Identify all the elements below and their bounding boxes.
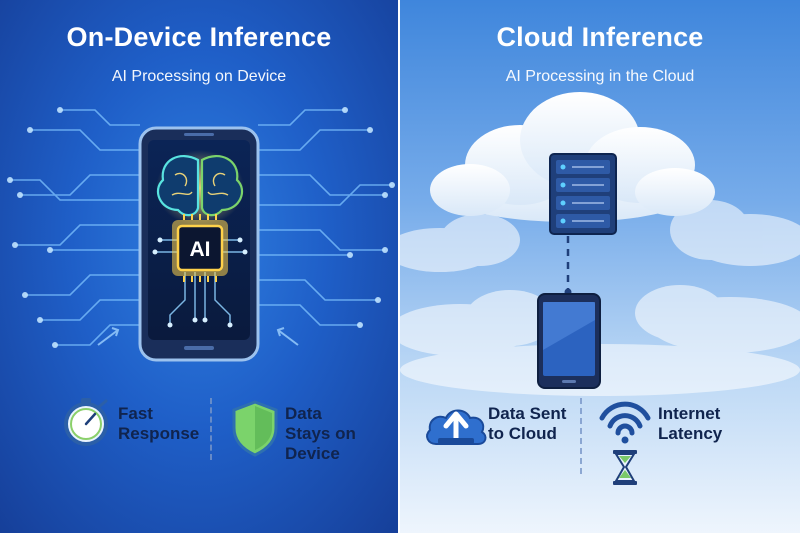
on-device-subtitle: AI Processing on Device: [111, 68, 287, 85]
stopwatch-icon: [64, 398, 108, 446]
panel-divider: [398, 0, 400, 533]
on-device-title: On-Device Inference: [66, 22, 332, 52]
smartphone-icon: [537, 293, 601, 389]
cloud-upload-icon: [426, 409, 487, 445]
ai-chip-icon: [172, 214, 228, 282]
feature-line: Stays on: [285, 424, 356, 443]
feature-data-stays: Data Stays on Device: [285, 404, 356, 464]
feature-divider: [580, 398, 582, 474]
ai-chip-label: AI: [189, 238, 211, 261]
feature-line: to Cloud: [488, 424, 557, 443]
shield-icon: [232, 400, 278, 457]
wifi-hourglass-icon: [599, 401, 651, 485]
feature-fast-response: Fast Response: [118, 404, 199, 444]
feature-line: Data Sent: [488, 404, 567, 423]
feature-line: Data: [285, 404, 322, 423]
feature-line: Response: [118, 424, 200, 443]
cloud-title: Cloud Inference: [496, 22, 704, 52]
cloud-panel: Cloud Inference AI Processing in the Clo…: [400, 0, 800, 533]
brain-icon: [156, 150, 244, 226]
cloud-subtitle: AI Processing in the Cloud: [505, 68, 695, 85]
feature-line: Internet: [658, 404, 721, 423]
feature-line: Latency: [658, 424, 723, 443]
cloud-background: [400, 92, 800, 485]
feature-internet-latency: Internet Latency: [658, 404, 722, 444]
on-device-panel: On-Device Inference AI Processing on Dev…: [0, 0, 398, 533]
feature-line: Fast: [118, 404, 153, 423]
circuit-background: [7, 107, 395, 457]
feature-divider: [210, 398, 212, 460]
feature-data-sent: Data Sent to Cloud: [488, 404, 566, 444]
feature-line: Device: [285, 444, 340, 463]
server-icon: [549, 153, 617, 235]
